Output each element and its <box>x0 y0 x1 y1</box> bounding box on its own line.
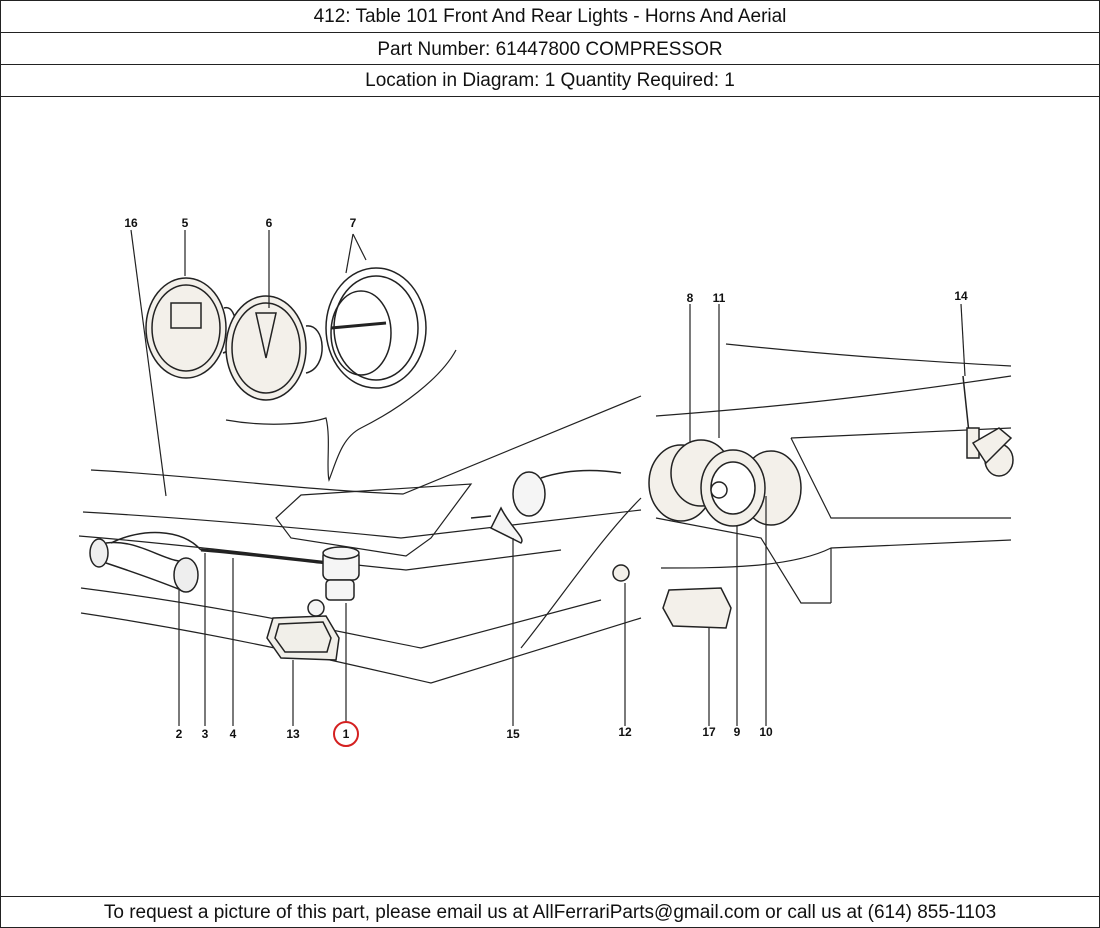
rear-light-assembly <box>648 439 802 527</box>
fog-light <box>266 615 340 661</box>
callout-9: 9 <box>734 725 741 739</box>
side-marker-light <box>612 564 732 629</box>
aerial <box>962 375 1014 477</box>
callout-12: 12 <box>618 725 632 739</box>
callout-7: 7 <box>350 216 357 230</box>
callout-15: 15 <box>506 727 520 741</box>
contact-footer: To request a picture of this part, pleas… <box>0 896 1100 928</box>
callout-14: 14 <box>954 289 968 303</box>
callout-16: 16 <box>124 216 138 230</box>
callout-labels: 16 5 6 7 8 11 14 2 3 4 13 1 15 12 17 9 1… <box>124 216 968 747</box>
wiper-motor <box>470 469 622 544</box>
callout-4: 4 <box>230 727 237 741</box>
callout-11: 11 <box>713 291 726 305</box>
page-title: 412: Table 101 Front And Rear Lights - H… <box>0 0 1100 33</box>
headlight-assembly <box>145 267 427 401</box>
diagram-drawing: 16 5 6 7 8 11 14 2 3 4 13 1 15 12 17 9 1… <box>78 216 1014 747</box>
callout-3: 3 <box>202 727 209 741</box>
callout-2: 2 <box>176 727 183 741</box>
parts-diagram: 16 5 6 7 8 11 14 2 3 4 13 1 15 12 17 9 1… <box>1 98 1099 895</box>
horn-assembly <box>89 531 327 593</box>
callout-8: 8 <box>687 291 694 305</box>
callout-17: 17 <box>702 725 716 739</box>
part-number: Part Number: 61447800 COMPRESSOR <box>0 33 1100 65</box>
compressor <box>307 546 360 617</box>
callout-13: 13 <box>286 727 300 741</box>
hood-panel <box>275 483 473 557</box>
callout-10: 10 <box>759 725 773 739</box>
callout-6: 6 <box>266 216 273 230</box>
leader-lines <box>130 229 966 726</box>
highlight-circle <box>333 721 359 747</box>
hood-line <box>90 395 642 495</box>
location-quantity: Location in Diagram: 1 Quantity Required… <box>0 65 1100 97</box>
callout-1: 1 <box>343 727 350 741</box>
callout-5: 5 <box>182 216 189 230</box>
